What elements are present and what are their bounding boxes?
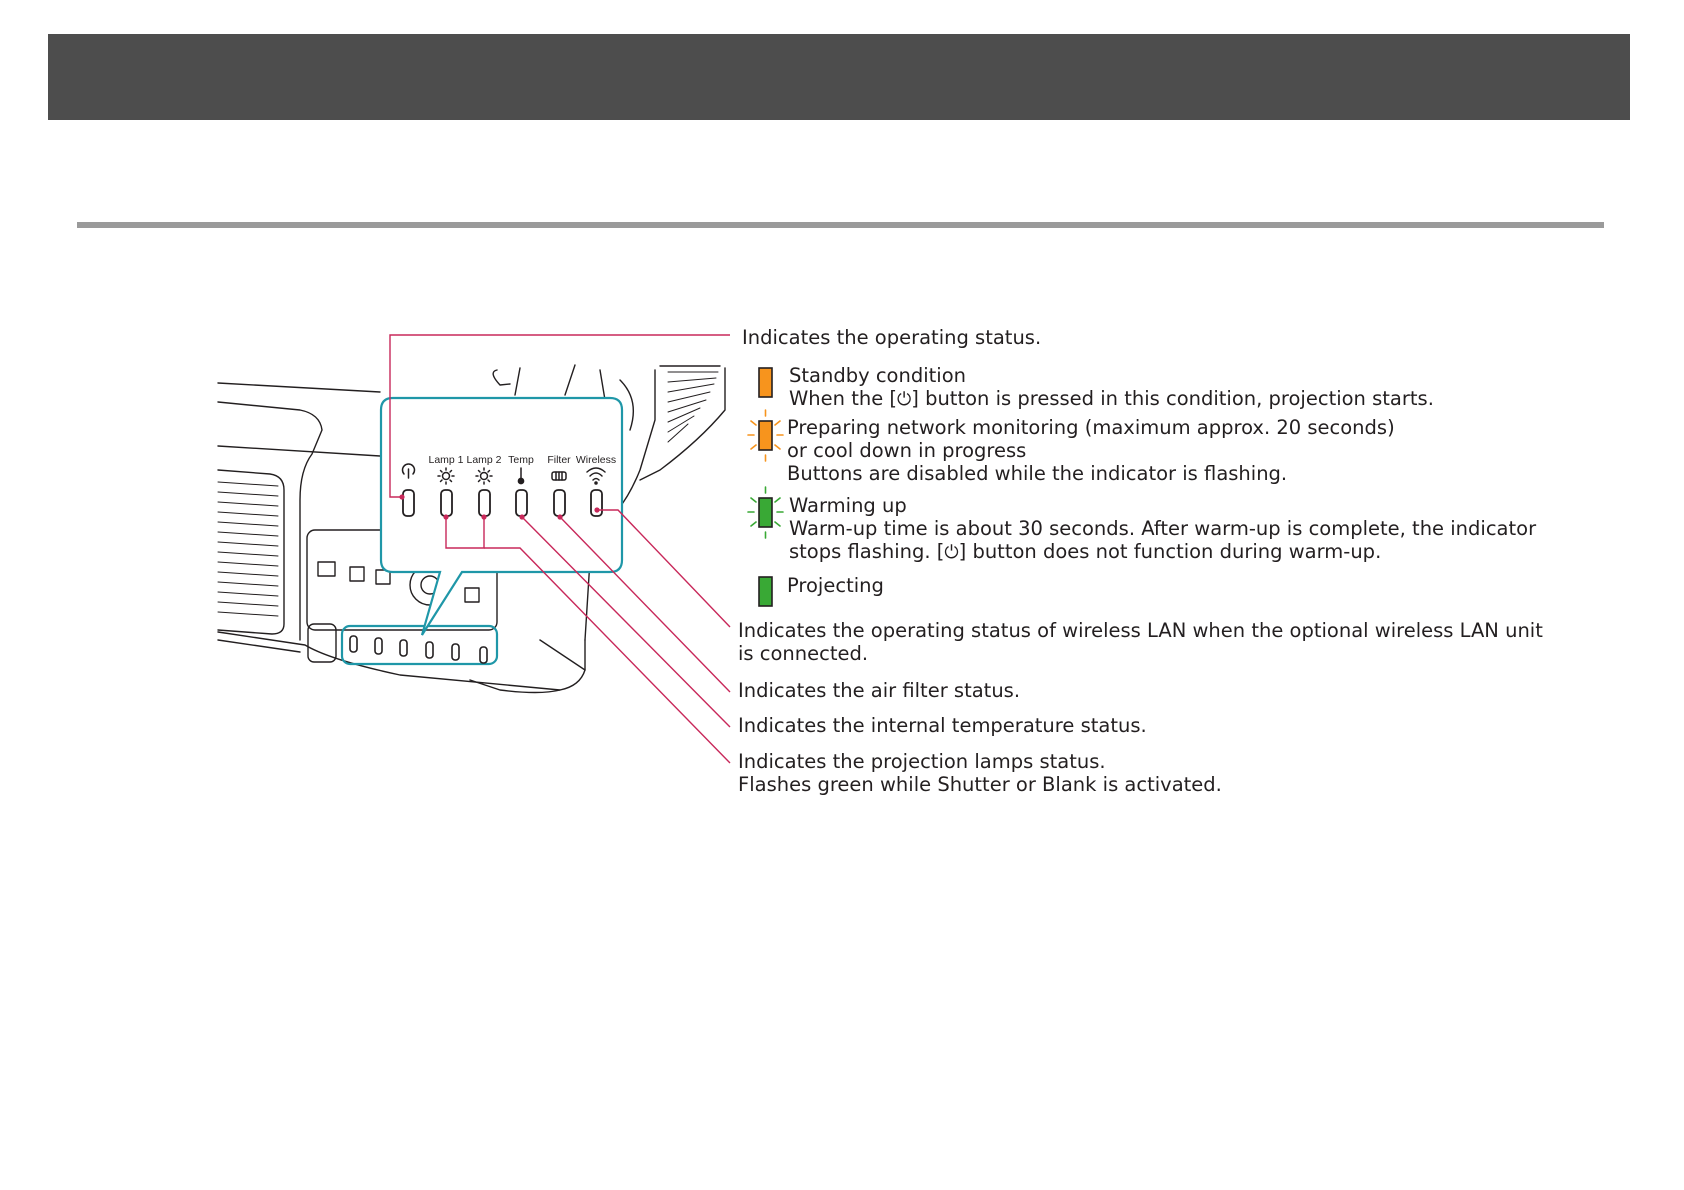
preparing-led (747, 409, 784, 462)
label-filter: Filter (547, 454, 571, 466)
label-lamp1: Lamp 1 (428, 454, 463, 466)
warming-line1: Warm-up time is about 30 seconds. After … (789, 517, 1537, 540)
callout-wireless-line2: is connected. (738, 642, 868, 665)
wireless-icon (586, 467, 606, 485)
power-icon (401, 463, 416, 479)
filter-icon (551, 471, 567, 481)
header-bar (48, 34, 1630, 120)
callout-temperature: Indicates the internal temperature statu… (738, 714, 1147, 737)
standby-desc: When the [⏻] button is pressed in this c… (789, 387, 1434, 410)
leader-lines (389, 334, 731, 764)
warming-led (747, 486, 784, 539)
lamp-icon (437, 467, 455, 485)
standby-title: Standby condition (789, 364, 966, 387)
warming-title: Warming up (789, 494, 907, 517)
label-lamp2: Lamp 2 (466, 454, 501, 466)
lamp-icon (475, 467, 493, 485)
projecting-title: Projecting (787, 574, 884, 597)
power-indicator (402, 489, 415, 517)
label-temp: Temp (508, 454, 534, 466)
section-rule (77, 222, 1604, 228)
projector-illustration (217, 364, 726, 694)
callout-operating-status: Indicates the operating status. (742, 326, 1041, 349)
thermometer-icon (517, 467, 525, 485)
callout-lamp-line1: Indicates the projection lamps status. (738, 750, 1106, 773)
projecting-led (758, 576, 773, 607)
preparing-line3: Buttons are disabled while the indicator… (787, 462, 1287, 485)
power-icon: ⏻ (944, 542, 958, 563)
indicator-strip (340, 624, 499, 666)
callout-wireless-line1: Indicates the operating status of wirele… (738, 619, 1543, 642)
warming-line2: stops flashing. [⏻] button does not func… (789, 540, 1381, 563)
callout-filter: Indicates the air filter status. (738, 679, 1020, 702)
label-wireless: Wireless (576, 454, 616, 466)
standby-led (758, 367, 773, 398)
preparing-line1: Preparing network monitoring (maximum ap… (787, 416, 1395, 439)
preparing-line2: or cool down in progress (787, 439, 1026, 462)
magnified-panel (379, 396, 624, 636)
power-icon: ⏻ (897, 389, 911, 410)
callout-lamp-line2: Flashes green while Shutter or Blank is … (738, 773, 1222, 796)
wireless-indicator (590, 489, 603, 517)
